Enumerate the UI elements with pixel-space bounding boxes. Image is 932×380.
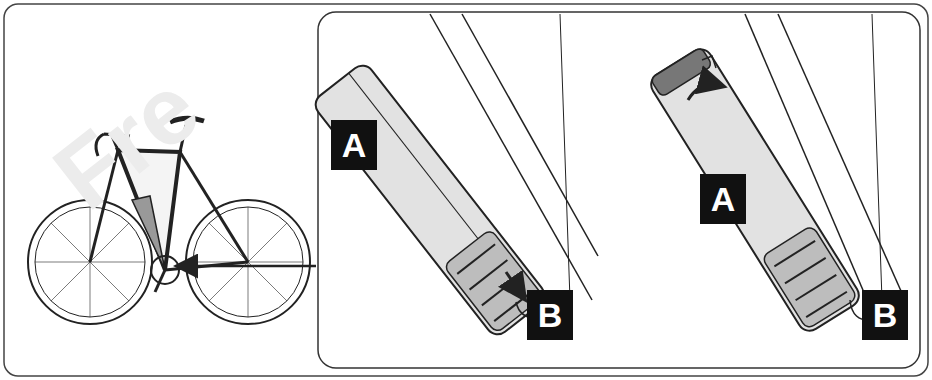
callout-letter: A <box>331 120 377 170</box>
watermark: Fre <box>38 58 215 226</box>
callout-letter: B <box>862 290 908 340</box>
pointer-arrow <box>178 265 316 268</box>
battery-removed-detail <box>647 14 905 335</box>
callout-letter: B <box>527 290 573 340</box>
outer-frame <box>4 4 928 376</box>
callout-letter: A <box>700 174 746 224</box>
battery-inserted-detail <box>311 14 598 339</box>
